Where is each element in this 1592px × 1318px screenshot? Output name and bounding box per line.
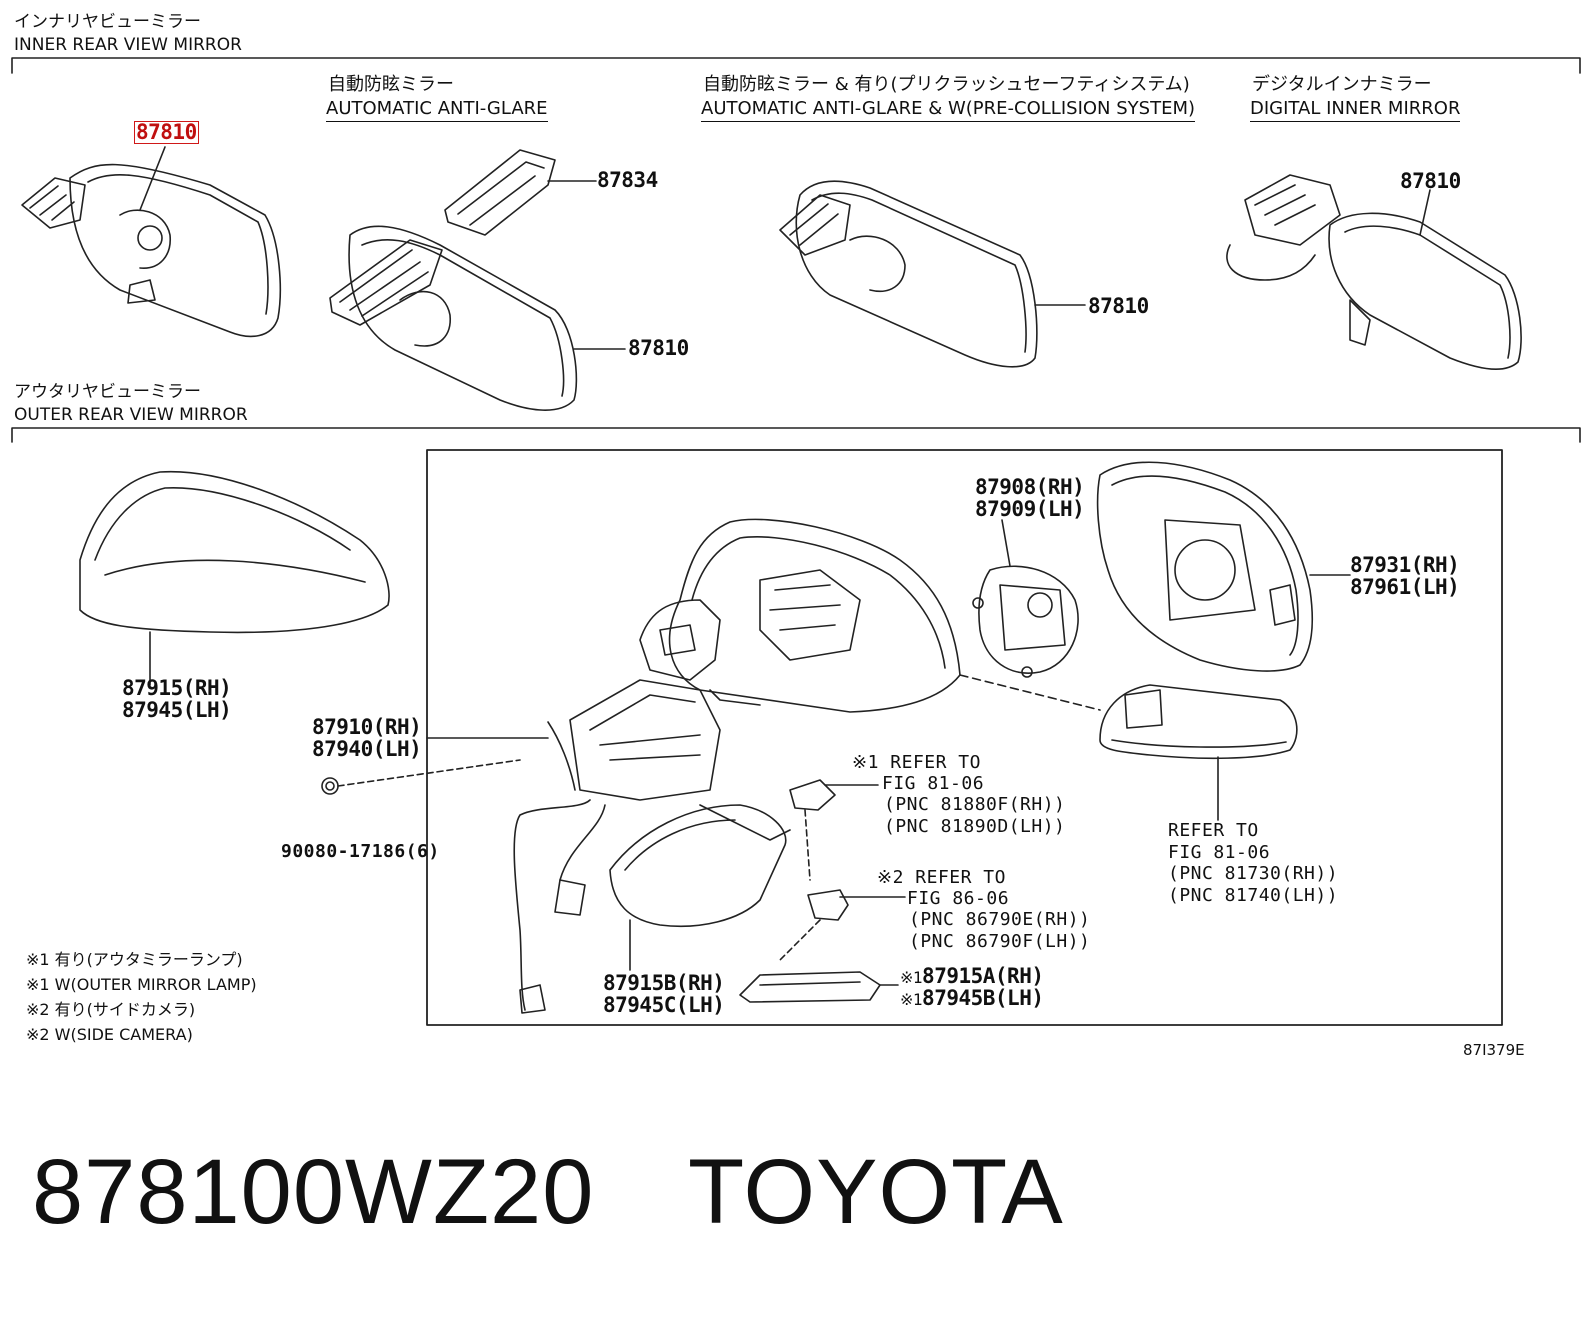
part-87834[interactable]: 87834 [597,168,658,192]
part-87810-c[interactable]: 87810 [1088,294,1149,318]
part-87810-highlighted[interactable]: 87810 [134,120,199,144]
outer-section-bracket [11,427,1581,443]
ref-turn-pnc-rh: (PNC 81730(RH)) [1168,863,1339,884]
inner-title-jp: インナリヤビューミラー [14,12,201,32]
part-87908-rh[interactable]: 87908(RH) [975,475,1085,499]
mirror-actuator [959,519,1101,711]
variant-a-en: AUTOMATIC ANTI-GLARE [326,100,548,122]
ref-lamp-line1: ※1 REFER TO [852,754,981,772]
screw-90080 [321,759,521,795]
part-87915a-rh-row[interactable]: ※187915A(RH) [900,964,1044,988]
ref-turn-refer: REFER TO [1168,820,1259,841]
variant-c-jp: デジタルインナミラー [1252,74,1432,95]
part-87915b-rh[interactable]: 87915B(RH) [603,971,725,995]
variant-b-jp: 自動防眩ミラー & 有り(プリクラッシュセーフティシステム) [703,74,1190,95]
inner-title-en: INNER REAR VIEW MIRROR [14,35,242,55]
note-1-jp: ※1 有り(アウタミラーランプ) [26,950,243,969]
turn-signal-lamp [1099,684,1298,821]
ref-turn-fig-link[interactable]: FIG 81-06 [1168,842,1271,863]
ref-lamp-fig-link[interactable]: FIG 81-06 [882,773,985,794]
note-2-en: ※2 W(SIDE CAMERA) [26,1025,193,1044]
inner-mirror-c [779,180,1086,368]
note-1-en: ※1 W(OUTER MIRROR LAMP) [26,975,257,994]
lamp-mark-1: ※1 [900,968,923,987]
caption-part-number: 878100WZ20 [32,1141,595,1243]
part-87810-b[interactable]: 87810 [628,336,689,360]
ref-lamp-pnc-lh: (PNC 81890D(LH)) [884,816,1066,837]
part-87940-lh[interactable]: 87940(LH) [312,737,422,761]
lamp-mark-2: ※1 [900,990,923,1009]
bracket-cover-87834 [444,149,597,236]
inner-mirror-a [21,146,282,338]
mirror-glass [1096,461,1351,672]
outer-mirror-cover [79,470,390,686]
ref-camera-fig-link[interactable]: FIG 86-06 [907,888,1010,909]
ref-lamp-refer: REFER TO [890,752,981,773]
part-87909-lh[interactable]: 87909(LH) [975,497,1085,521]
part-87915a-rh: 87915A(RH) [922,964,1044,988]
part-87810-d[interactable]: 87810 [1400,169,1461,193]
inner-section-bracket [11,57,1581,74]
part-87915-rh[interactable]: 87915(RH) [122,676,232,700]
variant-a-jp: 自動防眩ミラー [328,74,454,95]
outer-title-jp: アウタリヤビューミラー [14,382,201,402]
ref-camera-refer: REFER TO [915,867,1006,888]
ref-camera-line1: ※2 REFER TO [877,869,1006,887]
lamp-bar [739,971,899,1003]
part-90080-17186[interactable]: 90080-17186(6) [281,841,440,862]
part-87945-lh[interactable]: 87945(LH) [122,698,232,722]
ref-turn-pnc-lh: (PNC 81740(LH)) [1168,885,1339,906]
part-87961-lh[interactable]: 87961(LH) [1350,575,1460,599]
ref-camera-pnc-lh: (PNC 86790F(LH)) [909,931,1091,952]
variant-b-en: AUTOMATIC ANTI-GLARE & W(PRE-COLLISION S… [701,100,1195,122]
variant-c-en: DIGITAL INNER MIRROR [1250,100,1461,122]
figure-code: 87I379E [1463,1041,1525,1059]
mirror-housing-assy [426,518,961,1014]
ref-camera-pnc-rh: (PNC 86790E(RH)) [909,909,1091,930]
caption-brand: TOYOTA [688,1141,1064,1243]
outer-title-en: OUTER REAR VIEW MIRROR [14,405,248,425]
part-87945b-lh-row[interactable]: ※187945B(LH) [900,986,1044,1010]
part-87945b-lh: 87945B(LH) [922,986,1044,1010]
lower-cover [609,804,791,971]
inner-mirror-d [1226,174,1522,371]
ref-camera-mark: ※2 [877,867,904,888]
inner-mirror-b [329,225,626,411]
part-87931-rh[interactable]: 87931(RH) [1350,553,1460,577]
part-87945c-lh[interactable]: 87945C(LH) [603,993,725,1017]
note-2-jp: ※2 有り(サイドカメラ) [26,1000,196,1019]
ref-lamp-mark: ※1 [852,752,879,773]
ref-lamp-pnc-rh: (PNC 81880F(RH)) [884,794,1066,815]
part-87910-rh[interactable]: 87910(RH) [312,715,422,739]
side-camera-part [779,889,906,961]
mirror-lamp-part [789,779,879,881]
